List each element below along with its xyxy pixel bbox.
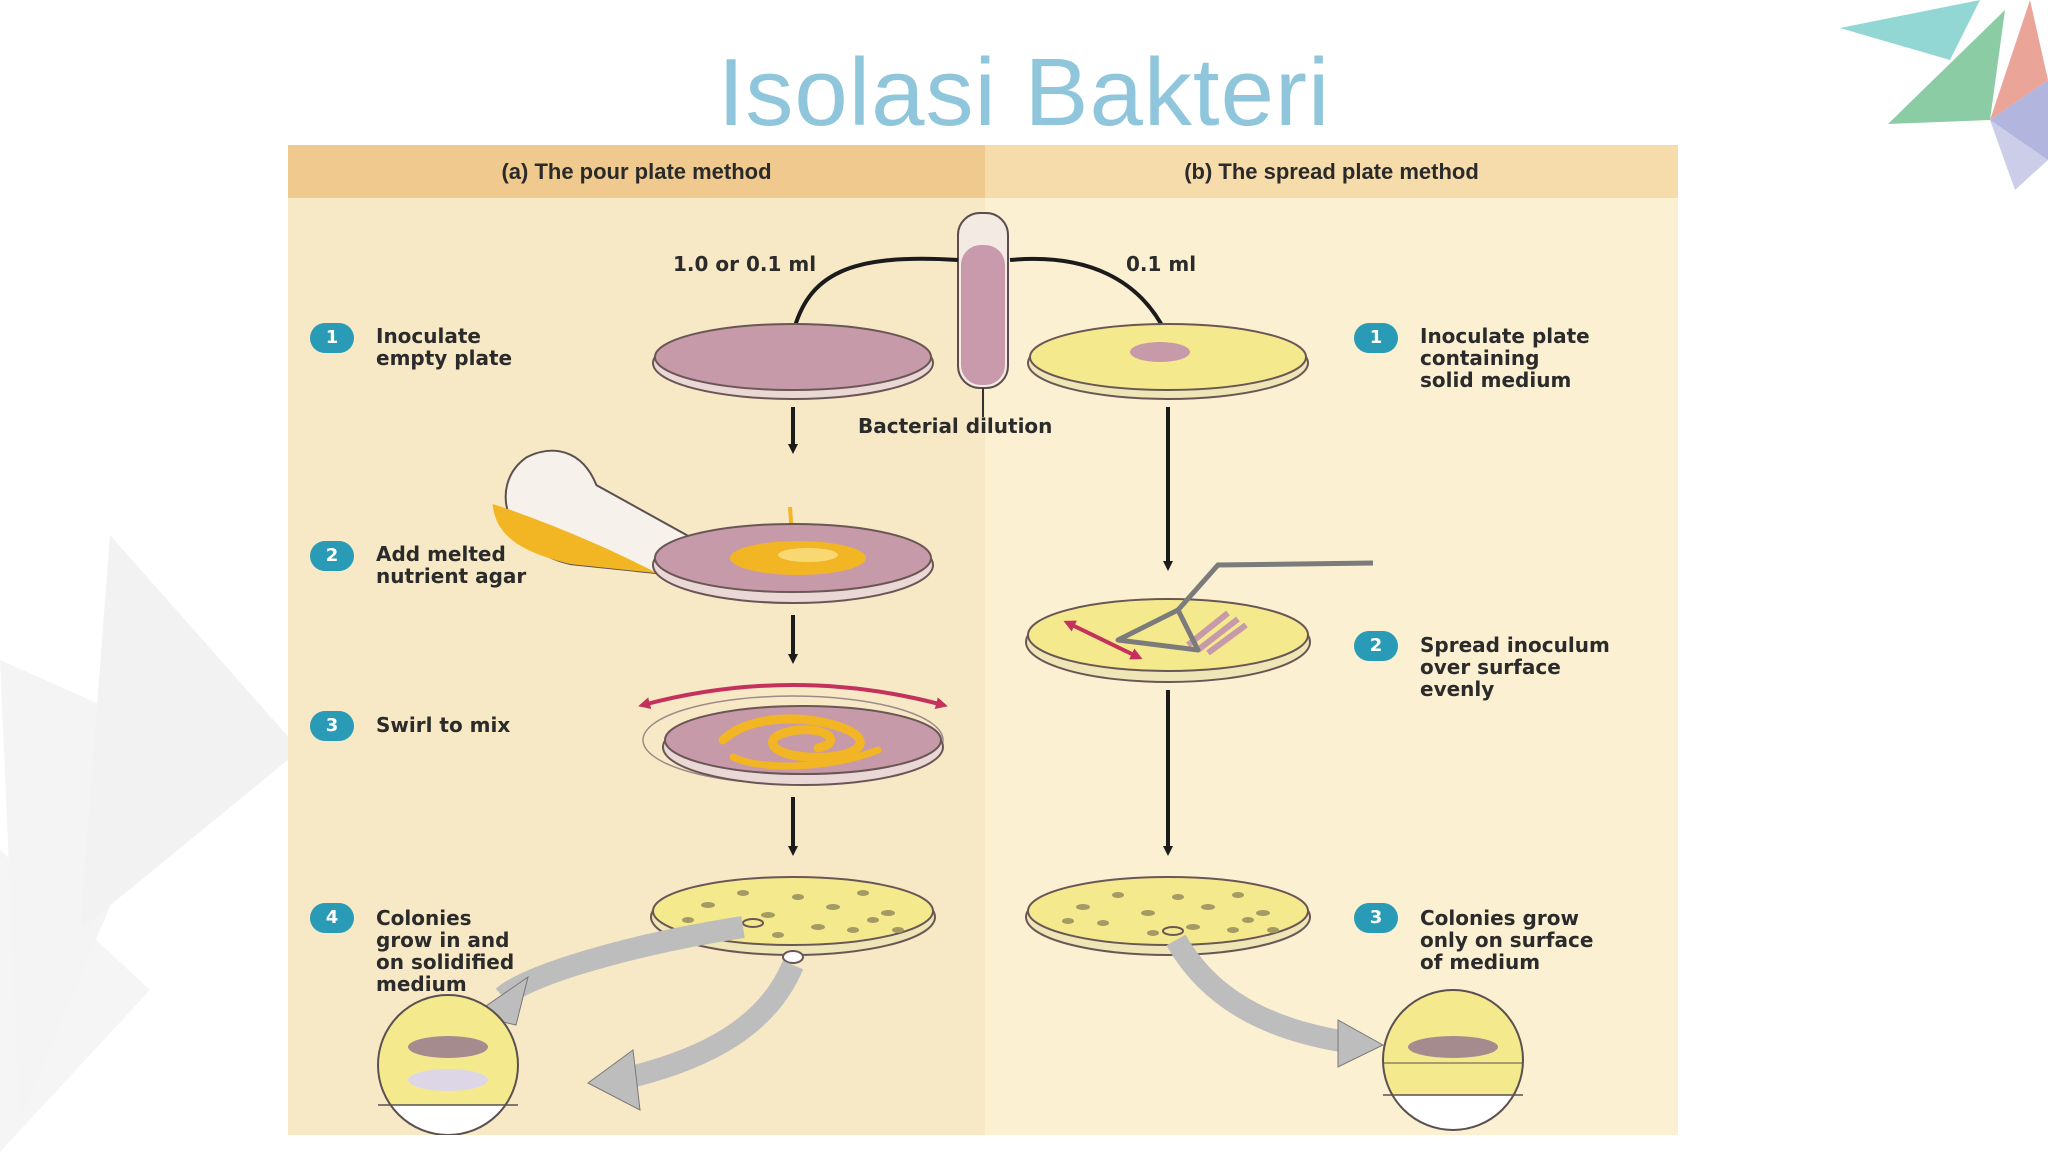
pour-plate-2 xyxy=(652,523,934,604)
pour-plate-3 xyxy=(638,683,948,786)
volume-label-right: 0.1 ml xyxy=(1126,252,1197,276)
step-badge: 3 xyxy=(1354,903,1398,933)
pour-step-4-label: Colonies grow in and on solidified mediu… xyxy=(376,906,515,996)
step-badge: 2 xyxy=(1354,631,1398,661)
page-title: Isolasi Bakteri xyxy=(717,39,1331,146)
step-badge: 2 xyxy=(310,541,354,571)
step-badge: 1 xyxy=(310,323,354,353)
transfer-arrow-right xyxy=(1009,257,1168,337)
spread-step-1-label: Inoculate plate containing solid medium xyxy=(1420,324,1590,392)
pour-magnified-view xyxy=(377,994,519,1135)
spread-magnified-view xyxy=(1382,989,1524,1131)
decorative-leaf-graphic xyxy=(1840,0,2048,190)
spread-step-3-label: Colonies grow only on surface of medium xyxy=(1420,906,1594,974)
tube-label: Bacterial dilution xyxy=(858,414,1053,438)
spread-plate-1 xyxy=(1027,323,1309,400)
step-badge: 4 xyxy=(310,903,354,933)
spread-step-2-label: Spread inoculum over surface evenly xyxy=(1420,633,1610,701)
transfer-arrow-left xyxy=(789,256,959,337)
step-badge: 1 xyxy=(1354,323,1398,353)
diagram-artwork xyxy=(288,145,1678,1135)
decorative-background-shapes xyxy=(0,535,300,1152)
step-badge: 3 xyxy=(310,711,354,741)
pour-plate-header: (a) The pour plate method xyxy=(501,159,772,184)
pour-step-1-label: Inoculate empty plate xyxy=(376,324,513,370)
spread-plate-3 xyxy=(1025,876,1311,956)
pour-step-3-label: Swirl to mix xyxy=(376,713,511,737)
pour-step-2-label: Add melted nutrient agar xyxy=(376,542,527,588)
volume-label-left: 1.0 or 0.1 ml xyxy=(673,252,817,276)
pour-plate-1 xyxy=(652,323,934,400)
spread-plate-2 xyxy=(1025,560,1374,683)
plate-method-diagram: (a) The pour plate method (b) The spread… xyxy=(288,145,1678,1135)
spread-plate-header: (b) The spread plate method xyxy=(1184,159,1479,184)
test-tube xyxy=(957,212,1009,417)
